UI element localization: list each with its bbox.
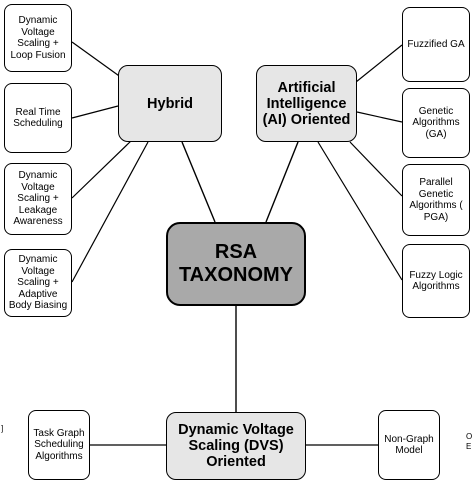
leaf-dvs-body-biasing: Dynamic Voltage Scaling + Adaptive Body … [4, 249, 72, 317]
link-ai-fuzzified-ga [355, 44, 403, 83]
hub-hybrid-label: Hybrid [147, 95, 193, 112]
leaf-dvs-body-biasing-label: Dynamic Voltage Scaling + Adaptive Body … [8, 254, 68, 312]
hub-ai-oriented: Artificial Intelligence (AI) Oriented [256, 65, 357, 142]
leaf-fuzzified-ga-label: Fuzzified GA [407, 38, 465, 50]
leaf-fuzzified-ga: Fuzzified GA [402, 7, 470, 82]
leaf-dvs-loop-fusion-label: Dynamic Voltage Scaling + Loop Fusion [10, 15, 66, 61]
hub-dvs-oriented: Dynamic Voltage Scaling (DVS) Oriented [166, 412, 306, 480]
leaf-fuzzy-logic-label: Fuzzy Logic Algorithms [409, 269, 463, 293]
leaf-parallel-ga-label: Parallel Genetic Algorithms ( PGA) [409, 177, 463, 223]
fragment-right-edge: O E [466, 432, 473, 451]
leaf-parallel-ga: Parallel Genetic Algorithms ( PGA) [402, 164, 470, 236]
leaf-task-graph-label: Task Graph Scheduling Algorithms [33, 427, 85, 462]
leaf-non-graph-label: Non-Graph Model [384, 433, 434, 457]
leaf-fuzzy-logic: Fuzzy Logic Algorithms [402, 244, 470, 318]
hub-dvs-label: Dynamic Voltage Scaling (DVS) Oriented [178, 422, 294, 470]
root-label: RSA TAXONOMY [178, 241, 294, 286]
root-node-rsa-taxonomy: RSA TAXONOMY [166, 222, 306, 306]
link-ai-genetic [356, 111, 403, 123]
link-ai-fuzzy-logic [317, 141, 403, 281]
leaf-real-time-scheduling: Real Time Scheduling [4, 83, 72, 153]
link-hybrid-dvs-body-biasing [71, 141, 149, 283]
hub-hybrid: Hybrid [118, 65, 222, 142]
leaf-real-time-scheduling-label: Real Time Scheduling [13, 106, 63, 130]
link-root-hybrid [181, 141, 216, 223]
link-hybrid-dvs-loop-fusion [71, 41, 123, 79]
fragment-left-edge: ] [1, 424, 4, 433]
link-hybrid-dvs-leakage [71, 139, 133, 199]
link-hybrid-real-time [71, 105, 119, 119]
link-root-ai [265, 141, 299, 223]
hub-ai-label: Artificial Intelligence (AI) Oriented [262, 79, 351, 128]
leaf-task-graph-scheduling: Task Graph Scheduling Algorithms [28, 410, 90, 480]
leaf-dvs-loop-fusion: Dynamic Voltage Scaling + Loop Fusion [4, 4, 72, 72]
link-ai-parallel-ga [349, 141, 403, 197]
leaf-genetic-algorithms-label: Genetic Algorithms (GA) [412, 105, 460, 140]
leaf-dvs-leakage-awareness: Dynamic Voltage Scaling + Leakage Awaren… [4, 163, 72, 235]
leaf-genetic-algorithms: Genetic Algorithms (GA) [402, 88, 470, 158]
leaf-dvs-leakage-label: Dynamic Voltage Scaling + Leakage Awaren… [13, 170, 63, 228]
leaf-non-graph-model: Non-Graph Model [378, 410, 440, 480]
